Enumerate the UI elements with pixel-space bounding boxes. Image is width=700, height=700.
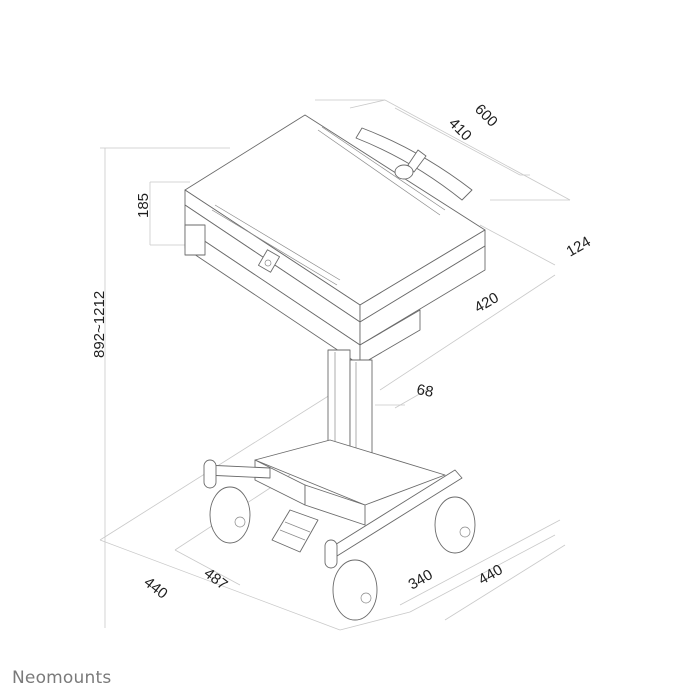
label-total-height: 892~1212	[91, 291, 108, 358]
caster-back-right	[434, 496, 476, 554]
caster-wheels	[203, 459, 476, 621]
label-top-offset: 124	[564, 233, 594, 260]
caster-front-left	[203, 459, 251, 544]
label-worktop-width: 420	[472, 289, 502, 316]
label-base-right-width: 440	[476, 561, 506, 588]
label-total-depth: 600	[471, 101, 501, 131]
handle	[355, 127, 473, 201]
label-base-left-inner: 487	[201, 565, 231, 594]
caster-front-right	[324, 539, 378, 621]
label-handle-width: 410	[445, 115, 475, 145]
label-base-left-depth: 440	[141, 574, 171, 603]
label-base-right-inner: 340	[406, 566, 436, 593]
column	[327, 349, 373, 471]
label-drawer-height: 185	[135, 193, 152, 218]
brand-logo: Neomounts	[12, 668, 112, 688]
label-column-width: 68	[415, 381, 434, 401]
worktop	[184, 114, 486, 366]
